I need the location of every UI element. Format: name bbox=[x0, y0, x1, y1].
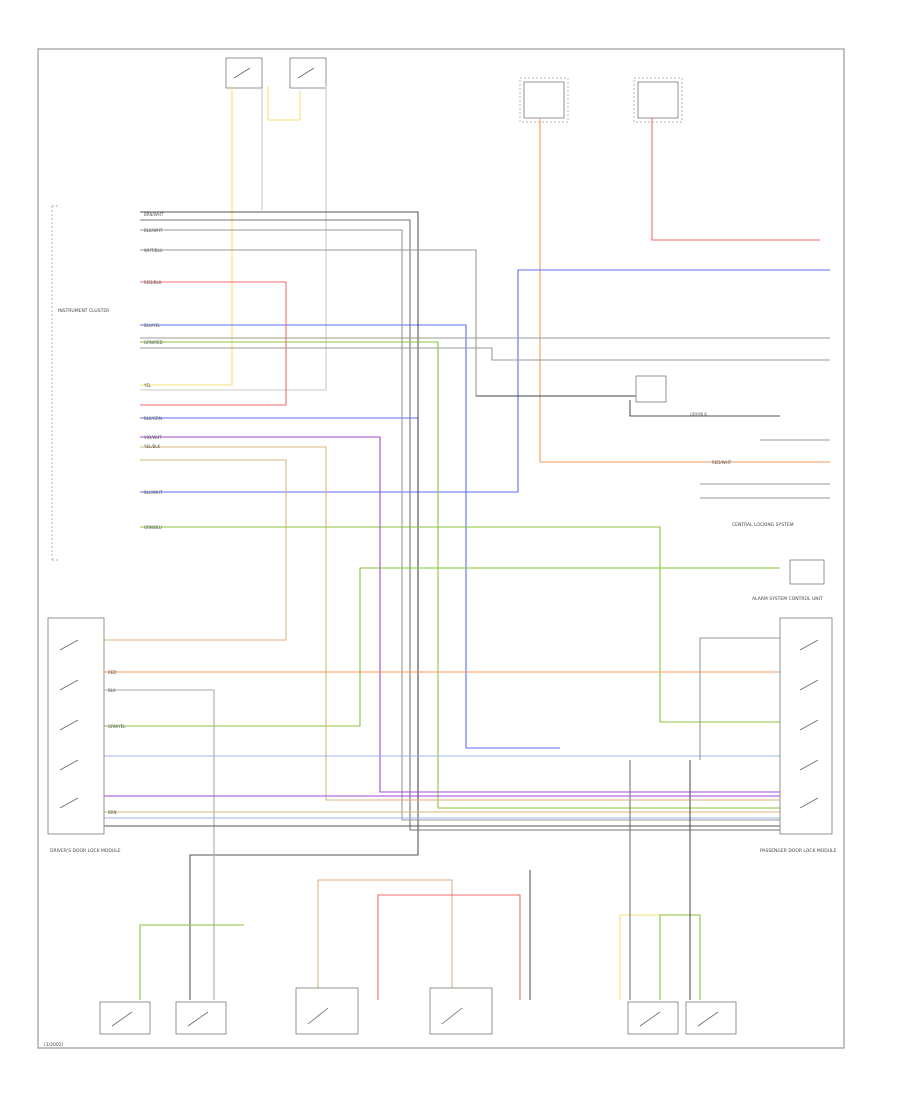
wire-green-bottom-left bbox=[139, 924, 244, 1000]
fuse-box-1 bbox=[523, 81, 565, 119]
wire-red-fuse2 bbox=[651, 118, 820, 241]
wire-yellow-left-switch bbox=[140, 86, 233, 386]
wire-label: YEL bbox=[143, 383, 152, 388]
wire-label: BLK bbox=[108, 688, 116, 693]
wire-label: BRN bbox=[108, 810, 117, 815]
label-alarm-control: ALARM SYSTEM CONTROL UNIT bbox=[752, 596, 823, 602]
wire-label: BLK/GRN bbox=[144, 416, 162, 421]
wire-violet bbox=[140, 436, 780, 793]
label-passenger-door: PASSENGER DOOR LOCK MODULE bbox=[760, 848, 837, 854]
wire-gray-right-switch bbox=[140, 86, 327, 391]
wire-gray-door-left bbox=[104, 689, 215, 1000]
wire-label: WHT/BLU bbox=[144, 248, 163, 253]
wire-label: YEL/BLK bbox=[143, 444, 161, 449]
wire-gray-3 bbox=[140, 249, 650, 397]
alarm-system-control-unit bbox=[789, 559, 825, 585]
wire-label: GRN/YEL bbox=[108, 724, 126, 729]
wire-blue-door bbox=[140, 417, 780, 801]
wire-green-bottom-right bbox=[659, 914, 701, 1000]
relay-box bbox=[635, 375, 667, 403]
wire-label: GRY/BLK bbox=[690, 412, 707, 417]
wire-label: GRN/RED bbox=[144, 340, 163, 345]
wire-label: RED/BLK bbox=[144, 280, 162, 285]
center-switch-2 bbox=[429, 987, 493, 1035]
wire-black-1 bbox=[140, 211, 419, 1000]
wire-blue-top bbox=[140, 269, 830, 493]
wire-tan-2 bbox=[104, 459, 287, 641]
right-door-switch-2 bbox=[685, 1001, 737, 1035]
wire-label: RED/WHT bbox=[712, 460, 732, 465]
center-switch-1 bbox=[295, 987, 359, 1035]
fuse-box-2 bbox=[637, 81, 679, 119]
wire-gray-1 bbox=[140, 219, 780, 831]
label-central-locking: CENTRAL LOCKING SYSTEM bbox=[732, 522, 794, 528]
wire-label: BRN/WHT bbox=[144, 212, 164, 217]
fuse-box-outline bbox=[519, 77, 683, 123]
wire-black-right bbox=[629, 400, 780, 417]
wire-red-bottom bbox=[377, 894, 521, 1000]
wire-tan-1 bbox=[140, 446, 780, 801]
switch-contacts-top bbox=[233, 67, 315, 79]
wire-orange-fuse1 bbox=[539, 118, 830, 463]
right-door-switch-1 bbox=[627, 1001, 679, 1035]
passenger-door-lock-module bbox=[779, 617, 833, 835]
wire-label: RED bbox=[108, 670, 116, 675]
wire-green-2 bbox=[140, 526, 780, 723]
left-door-switch-1 bbox=[99, 1001, 151, 1035]
top-left-switch-a bbox=[225, 57, 263, 89]
wire-label: BLU/WHT bbox=[144, 490, 163, 495]
wire-tan-bottom bbox=[317, 879, 453, 1000]
wire-green-1 bbox=[140, 341, 780, 809]
diagram-frame bbox=[37, 48, 845, 1049]
label-drivers-door: DRIVER'S DOOR LOCK MODULE bbox=[50, 848, 121, 854]
wire-green-3 bbox=[104, 567, 780, 727]
top-left-switch-b bbox=[289, 57, 327, 89]
left-door-switch-2 bbox=[175, 1001, 227, 1035]
wire-gray-4 bbox=[140, 347, 830, 361]
wire-label: BLU/YEL bbox=[144, 323, 161, 328]
wire-blue-main bbox=[140, 324, 560, 749]
wire-gray-2 bbox=[140, 229, 780, 821]
wire-red-cluster bbox=[140, 281, 287, 406]
wire-label: BLK/WHT bbox=[144, 228, 163, 233]
wire-label: VIO/WHT bbox=[144, 435, 162, 440]
wire-yellow-loop bbox=[267, 86, 301, 121]
drivers-door-lock-module bbox=[47, 617, 105, 835]
wire-label: GRN/BLU bbox=[144, 525, 162, 530]
label-instrument-cluster: INSTRUMENT CLUSTER bbox=[58, 308, 109, 314]
wire-yellow-bottom-right bbox=[619, 914, 660, 1000]
diagram-code: (1/2002) bbox=[44, 1042, 64, 1048]
